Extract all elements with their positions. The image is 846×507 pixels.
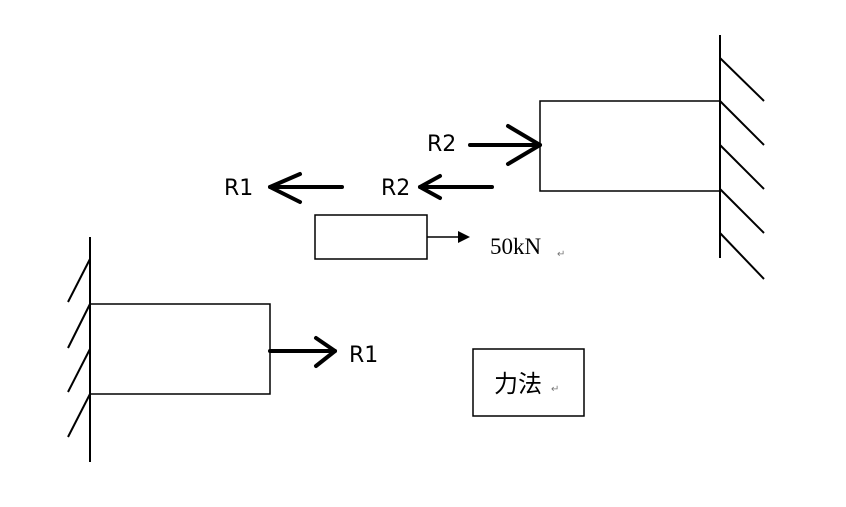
r1-arrow-left (268, 172, 344, 204)
r2-top-label: R2 (427, 132, 456, 157)
r1-bottom-label: R1 (349, 343, 378, 368)
right-bar (539, 100, 721, 192)
r2-arrow-right (468, 124, 542, 166)
method-box (472, 348, 585, 417)
load-arrow (427, 231, 470, 243)
method-paragraph-mark: ↵ (551, 384, 559, 395)
method-label: 力法 (494, 370, 542, 398)
r1-arrow-right (268, 336, 337, 368)
middle-segment (314, 214, 428, 260)
right-fixed-support (719, 35, 765, 280)
r2-arrow-left (418, 174, 494, 200)
load-label: 50kN (490, 234, 542, 259)
left-fixed-support (67, 237, 91, 462)
paragraph-mark: ↵ (557, 249, 565, 260)
r2-mid-label: R2 (381, 176, 410, 201)
r1-top-label: R1 (224, 176, 253, 201)
left-bar (89, 303, 271, 395)
